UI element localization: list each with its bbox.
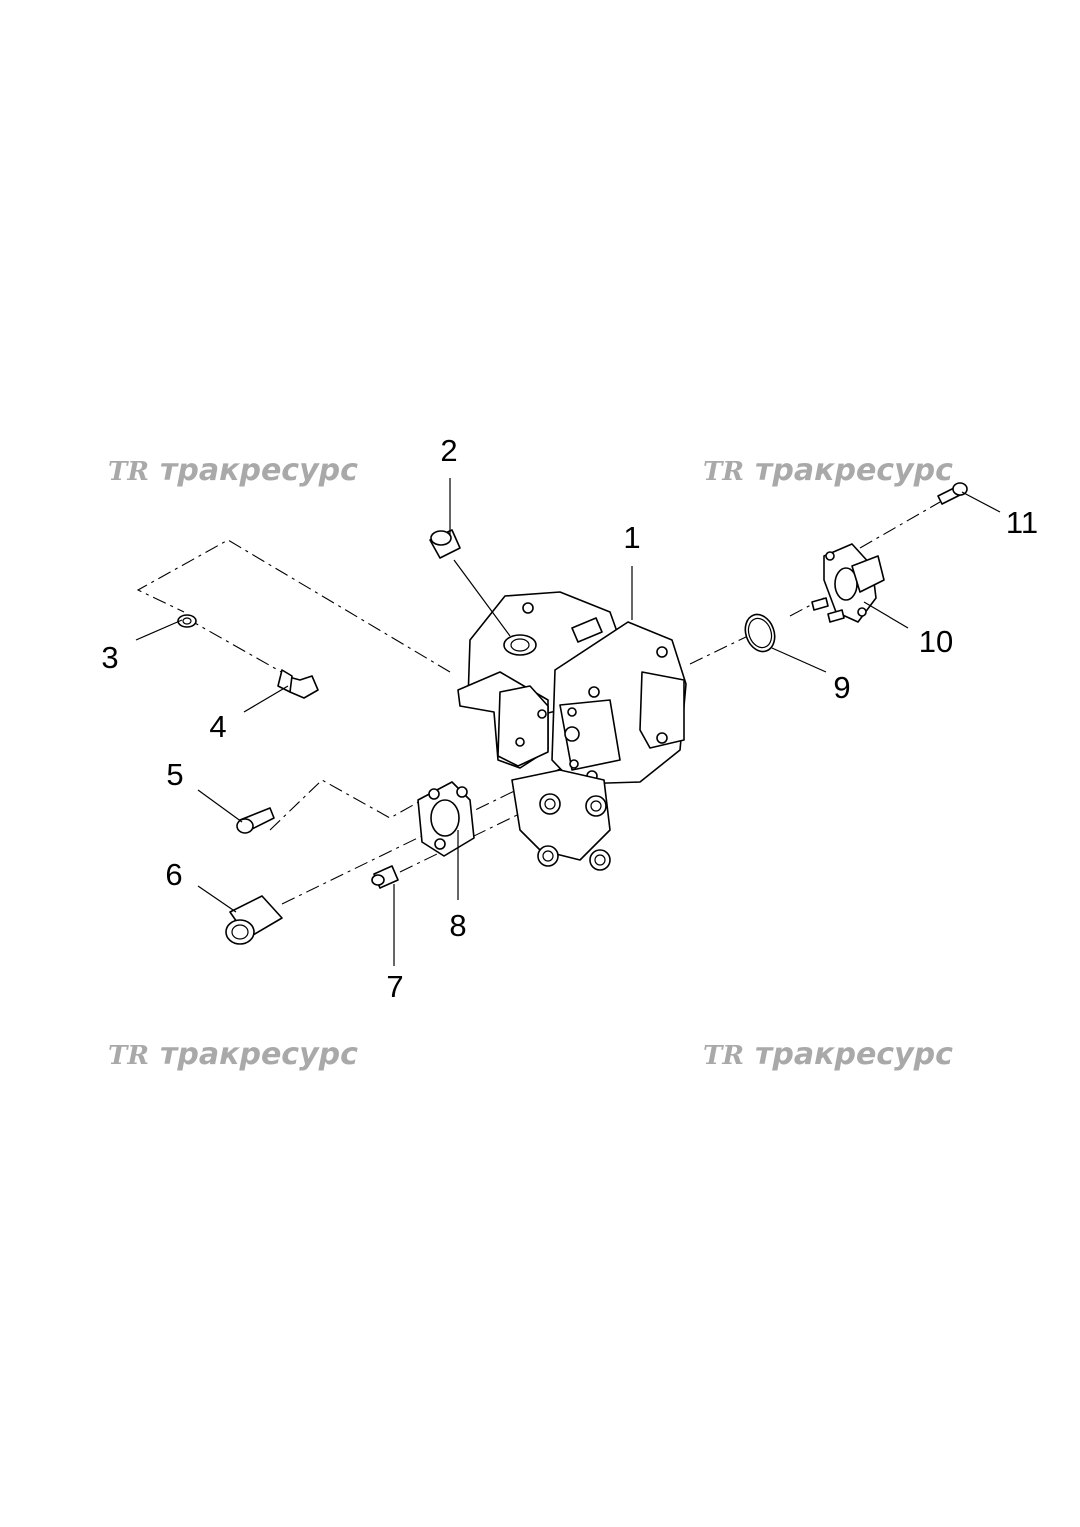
pump-assembly bbox=[457, 591, 687, 871]
callout-5: 5 bbox=[166, 757, 183, 792]
pump-manifold-port bbox=[589, 849, 611, 871]
leader-11 bbox=[961, 491, 1001, 513]
watermark-bottom-left: TR тракресурс bbox=[108, 1037, 358, 1072]
flange-neck bbox=[851, 555, 885, 593]
flange-bolt-hole bbox=[825, 551, 835, 561]
pump-side-fitting bbox=[571, 617, 603, 643]
flange-stud bbox=[811, 597, 829, 611]
part-2-plug bbox=[429, 529, 461, 559]
watermark-top-right: TR тракресурс bbox=[703, 453, 953, 488]
pump-manifold-port bbox=[585, 795, 607, 817]
watermark-text: тракресурс bbox=[160, 1037, 358, 1072]
leader-4 bbox=[243, 685, 289, 713]
plug-head bbox=[430, 530, 452, 546]
pump-manifold-port-inner bbox=[594, 854, 606, 866]
pump-bolt bbox=[567, 707, 577, 717]
leader-6 bbox=[197, 885, 237, 913]
fitting-bore bbox=[231, 924, 249, 940]
callout-8: 8 bbox=[449, 908, 466, 943]
pump-port-inner bbox=[510, 638, 530, 652]
pump-bolt bbox=[588, 686, 600, 698]
callout-1: 1 bbox=[623, 520, 640, 555]
part-5-screw bbox=[236, 807, 275, 834]
watermark-top-left: TR тракресурс bbox=[108, 453, 358, 488]
pump-port bbox=[503, 634, 537, 656]
watermark-logo: TR bbox=[703, 457, 744, 487]
flange-bolt-hole bbox=[857, 607, 867, 617]
pump-bolt bbox=[537, 709, 547, 719]
watermark-logo: TR bbox=[108, 457, 149, 487]
part-7-nipple bbox=[371, 865, 399, 889]
watermark-text: тракресурс bbox=[755, 453, 953, 488]
part-11-bolt bbox=[937, 482, 968, 505]
part-3-washer-hole bbox=[182, 617, 192, 625]
pump-bolt bbox=[656, 646, 668, 658]
watermark-logo: TR bbox=[108, 1041, 149, 1071]
pump-lower-manifold bbox=[511, 769, 611, 861]
watermark-logo: TR bbox=[703, 1041, 744, 1071]
pump-manifold-port-inner bbox=[542, 850, 554, 862]
flange-bolt-hole bbox=[434, 838, 446, 850]
flange-bore bbox=[430, 799, 460, 837]
screw-head bbox=[236, 818, 254, 834]
pump-manifold-port bbox=[537, 845, 559, 867]
nipple-end bbox=[371, 874, 385, 886]
pump-manifold-port-inner bbox=[590, 800, 602, 812]
callout-3: 3 bbox=[101, 640, 118, 675]
pump-bolt bbox=[656, 732, 668, 744]
part-10-flange bbox=[811, 543, 885, 623]
assembly-line-11 bbox=[859, 501, 941, 549]
leader-lines bbox=[135, 478, 1001, 966]
pump-bolt bbox=[515, 737, 525, 747]
pump-bolt bbox=[569, 759, 579, 769]
callout-2: 2 bbox=[440, 433, 457, 468]
assembly-line-9 bbox=[689, 635, 749, 665]
callout-10: 10 bbox=[919, 624, 953, 659]
flange-bolt-hole bbox=[428, 788, 440, 800]
pump-bolt bbox=[522, 602, 534, 614]
assembly-line-washer-bolt bbox=[185, 617, 293, 679]
leader-9 bbox=[771, 647, 827, 673]
flange-stud bbox=[827, 609, 845, 623]
part-3-washer bbox=[177, 614, 197, 628]
part-4-bolt bbox=[277, 669, 319, 699]
watermark-bottom-right: TR тракресурс bbox=[703, 1037, 953, 1072]
callout-4: 4 bbox=[209, 709, 226, 744]
pump-flange-port bbox=[564, 726, 580, 742]
assembly-line-3-4 bbox=[136, 539, 451, 673]
watermark-text: тракресурс bbox=[160, 453, 358, 488]
watermark-text: тракресурс bbox=[755, 1037, 953, 1072]
leader-2-to-port bbox=[453, 559, 511, 637]
pump-manifold-port bbox=[539, 793, 561, 815]
pump-manifold-port-inner bbox=[544, 798, 556, 810]
part-6-fitting bbox=[225, 895, 283, 945]
bolt-head bbox=[952, 482, 968, 496]
pump-solenoid bbox=[497, 685, 549, 767]
pump-flange-face bbox=[559, 699, 621, 771]
callout-6: 6 bbox=[165, 857, 182, 892]
part-8-flange bbox=[417, 781, 475, 857]
callout-7: 7 bbox=[386, 969, 403, 1004]
bolt-shank bbox=[277, 669, 293, 693]
callout-labels: 1 2 3 4 5 6 7 8 9 10 11 bbox=[101, 433, 1038, 1004]
flange-bolt-hole bbox=[456, 786, 468, 798]
callout-11: 11 bbox=[1006, 505, 1038, 540]
leader-5 bbox=[197, 789, 243, 823]
leader-3 bbox=[135, 619, 183, 641]
assembly-line-5 bbox=[269, 779, 441, 831]
leader-10 bbox=[863, 601, 909, 629]
part-9-o-ring-inner bbox=[747, 617, 773, 649]
pump-cover-plate bbox=[639, 671, 685, 749]
fitting-end bbox=[225, 919, 255, 945]
callout-9: 9 bbox=[833, 670, 850, 705]
